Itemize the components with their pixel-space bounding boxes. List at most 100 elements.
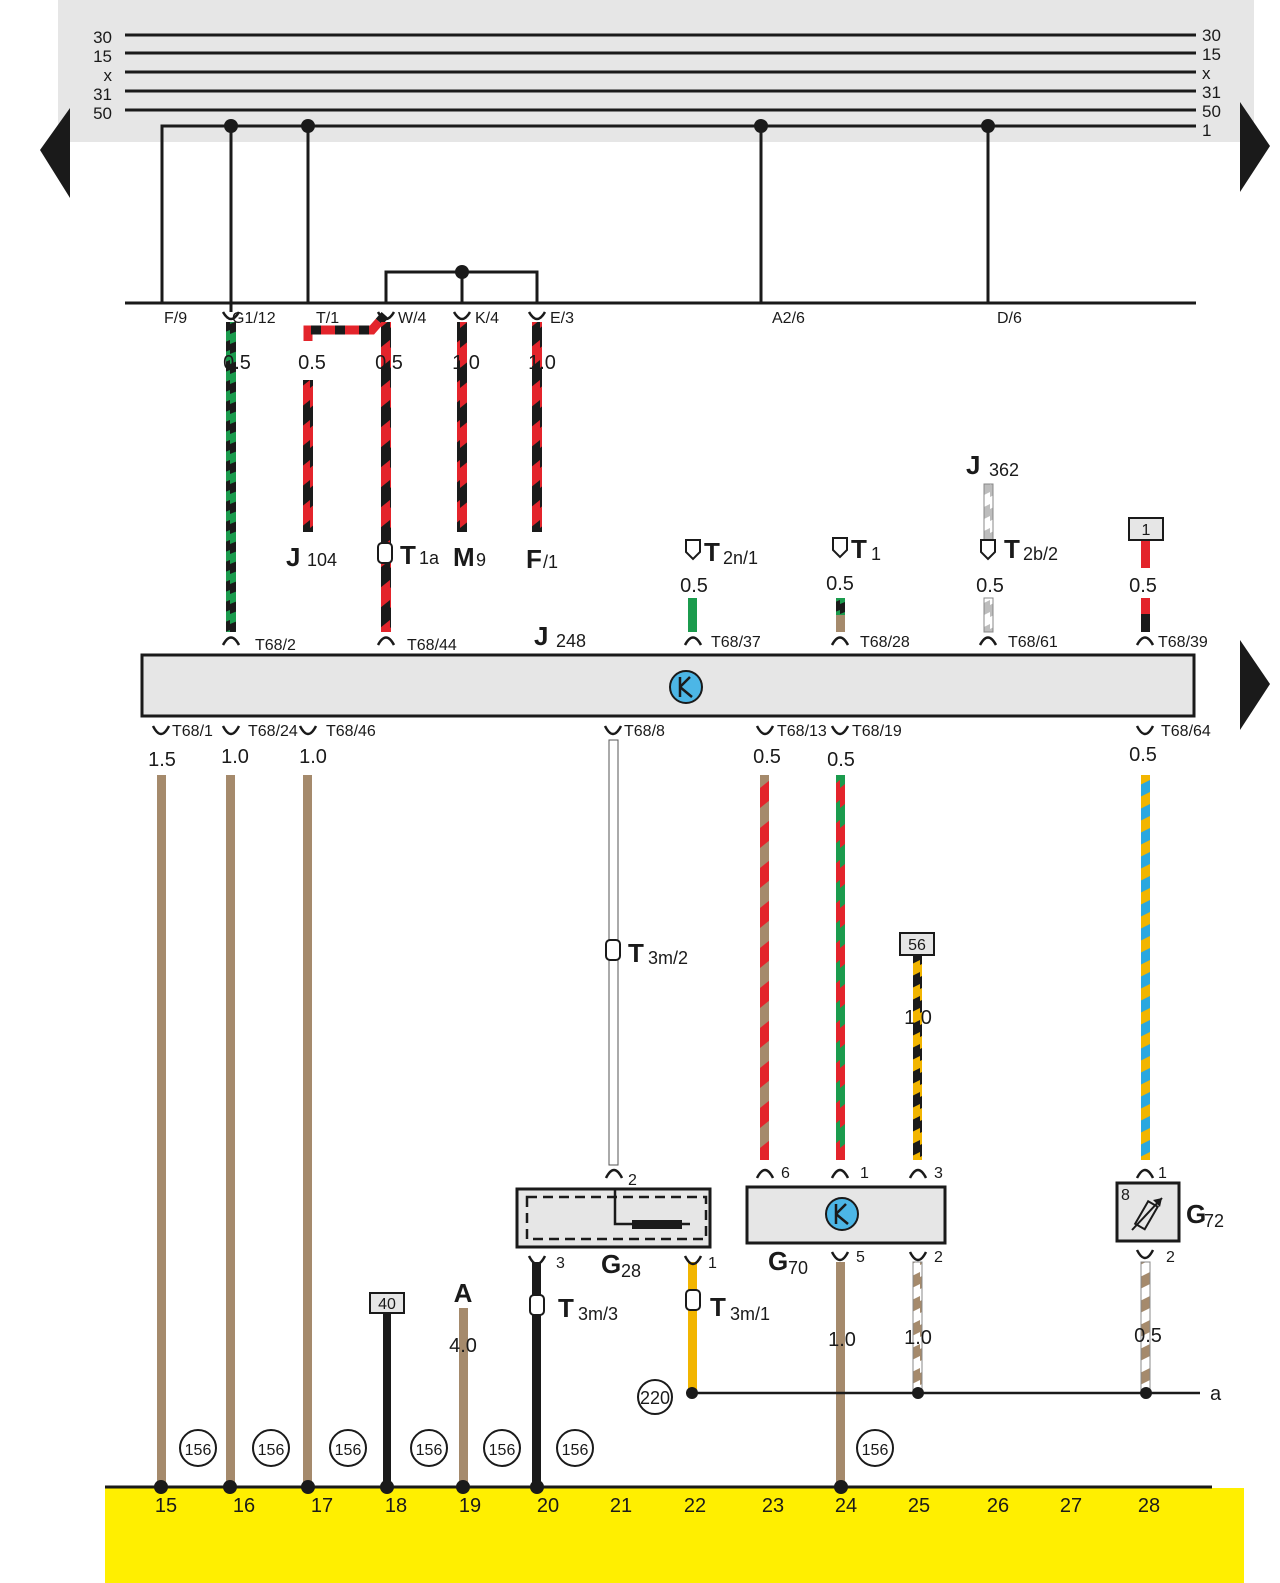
- column-number: 20: [537, 1495, 559, 1517]
- module-bottom-pins: T68/1 T68/24 T68/46 T68/8 T68/13 T68/19 …: [172, 723, 1211, 740]
- wire-r1: [1141, 598, 1150, 614]
- pin-label: 1: [1158, 1165, 1167, 1182]
- component-sub: 104: [307, 550, 337, 570]
- component-letter: G: [1186, 1199, 1206, 1229]
- pin-label: 8: [1121, 1187, 1130, 1204]
- component-letter: J: [966, 450, 980, 480]
- pin-label: T68/46: [326, 723, 376, 740]
- component-sub: 70: [788, 1258, 808, 1278]
- terminal-label: A2/6: [772, 310, 805, 327]
- wire-t68-19: [836, 775, 845, 1160]
- pin-icon: [1135, 1168, 1155, 1179]
- badge-box: [369, 1292, 405, 1314]
- module-body: [140, 653, 1196, 718]
- column-number: 16: [233, 1495, 255, 1517]
- pin-label: 2: [1166, 1249, 1175, 1266]
- component-letter: J: [286, 542, 300, 572]
- connector-t3m1: T 3m/1: [685, 1289, 770, 1324]
- component-sub: 248: [556, 631, 586, 651]
- gauge-label: 1.0: [452, 352, 480, 374]
- sensor-body: [1115, 1181, 1181, 1243]
- shield-outline: [525, 1195, 708, 1241]
- pin-label: T68/8: [624, 723, 665, 740]
- pin-label: 2: [934, 1249, 943, 1266]
- component-letter: G: [768, 1246, 788, 1276]
- wire-j104: [303, 380, 313, 532]
- ref-circle-156: 156: [329, 1429, 367, 1467]
- wire-t2n: [688, 598, 697, 632]
- terminal-label: T/1: [316, 310, 339, 327]
- ref-circle-156: 156: [483, 1429, 521, 1467]
- component-letter: T: [400, 540, 416, 570]
- terminal-label: K/4: [475, 310, 499, 327]
- wire-a: [459, 1308, 468, 1487]
- connector-t1: T 1: [832, 534, 881, 564]
- column-number: 28: [1138, 1495, 1160, 1517]
- ref-label: 220: [640, 1388, 670, 1408]
- component-sub: 3m/3: [578, 1304, 618, 1324]
- ref-circle-220: 220: [637, 1379, 673, 1415]
- right-arrow-icon-2: [1240, 640, 1270, 730]
- rail-label: 15: [1202, 45, 1221, 64]
- component-letter: T: [628, 938, 644, 968]
- lower-gauges: 1.5 1.0 1.0 0.5 0.5 0.5 1.0 4.0 1.0 1.0 …: [148, 744, 1162, 1357]
- component-letter: T: [558, 1293, 574, 1323]
- rail-label: 50: [93, 104, 112, 123]
- pin-icon: [908, 1168, 928, 1179]
- wire-t68-64: [1141, 775, 1150, 1160]
- connector-t2n1: T 2n/1: [685, 537, 758, 568]
- pin-label: 1: [860, 1165, 869, 1182]
- transistor-icon: [825, 1197, 859, 1231]
- pin-icon: [755, 1168, 775, 1179]
- wire-s56: [913, 955, 922, 1160]
- plug-icon: [832, 537, 848, 559]
- line-a-label: a: [1210, 1383, 1222, 1405]
- gauge-label: 1.0: [299, 746, 327, 768]
- gauge-label: 4.0: [449, 1335, 477, 1357]
- component-letter: F: [526, 544, 542, 574]
- gauge-label: 1.0: [904, 1327, 932, 1349]
- ref-label: 156: [416, 1442, 443, 1459]
- ref-label: 156: [489, 1442, 516, 1459]
- badge-label: 56: [908, 937, 926, 954]
- component-letter: G: [601, 1249, 621, 1279]
- pin-label: T68/44: [407, 637, 457, 654]
- component-f1: F /1: [526, 544, 558, 574]
- control-module-j248: J 248: [140, 621, 1196, 718]
- wire-t68-24: [226, 775, 235, 1487]
- component-j362: J 362: [966, 450, 1019, 480]
- rail-drops: [229, 126, 990, 312]
- component-sub: /1: [543, 552, 558, 572]
- pin-label: T68/19: [852, 723, 902, 740]
- component-sub: 9: [476, 550, 486, 570]
- ref-label: 156: [185, 1442, 212, 1459]
- module-bottom-pin-icons: [151, 725, 1155, 736]
- pin-label: T68/24: [248, 723, 298, 740]
- wire-t1-w4-bridge: [303, 312, 389, 341]
- pin-label: 2: [628, 1172, 637, 1189]
- column-number: 18: [385, 1495, 407, 1517]
- plug-icon: [685, 539, 701, 561]
- wire-t2b: [983, 597, 994, 633]
- upper-gauges: 0.5 0.5 0.5 1.0 1.0 0.5 0.5 0.5 0.5: [223, 352, 1157, 597]
- badge-box: [1128, 517, 1164, 541]
- gauge-label: 1.0: [904, 1007, 932, 1029]
- component-sub: 2b/2: [1023, 544, 1058, 564]
- badge-56: 56: [899, 932, 935, 956]
- pin-label: 5: [856, 1249, 865, 1266]
- component-sub: 2n/1: [723, 548, 758, 568]
- rail-label: x: [1202, 64, 1211, 83]
- plug-icon: [980, 539, 996, 561]
- bottom-numbers: 15 16 17 18 19 20 21 22 23 24 25 26 27 2…: [155, 1495, 1160, 1517]
- pin-label: T68/39: [1158, 634, 1208, 651]
- connector-icon: [529, 1294, 545, 1316]
- badge-box: [899, 932, 935, 956]
- component-sub: 3m/2: [648, 948, 688, 968]
- pin-icon: [908, 1251, 928, 1262]
- rail-label: 1: [1202, 121, 1211, 140]
- ref-label: 156: [335, 1442, 362, 1459]
- pin-icon: [527, 1255, 547, 1266]
- ground-bus-dots: [154, 1480, 848, 1494]
- ref-circle-156: 156: [252, 1429, 290, 1467]
